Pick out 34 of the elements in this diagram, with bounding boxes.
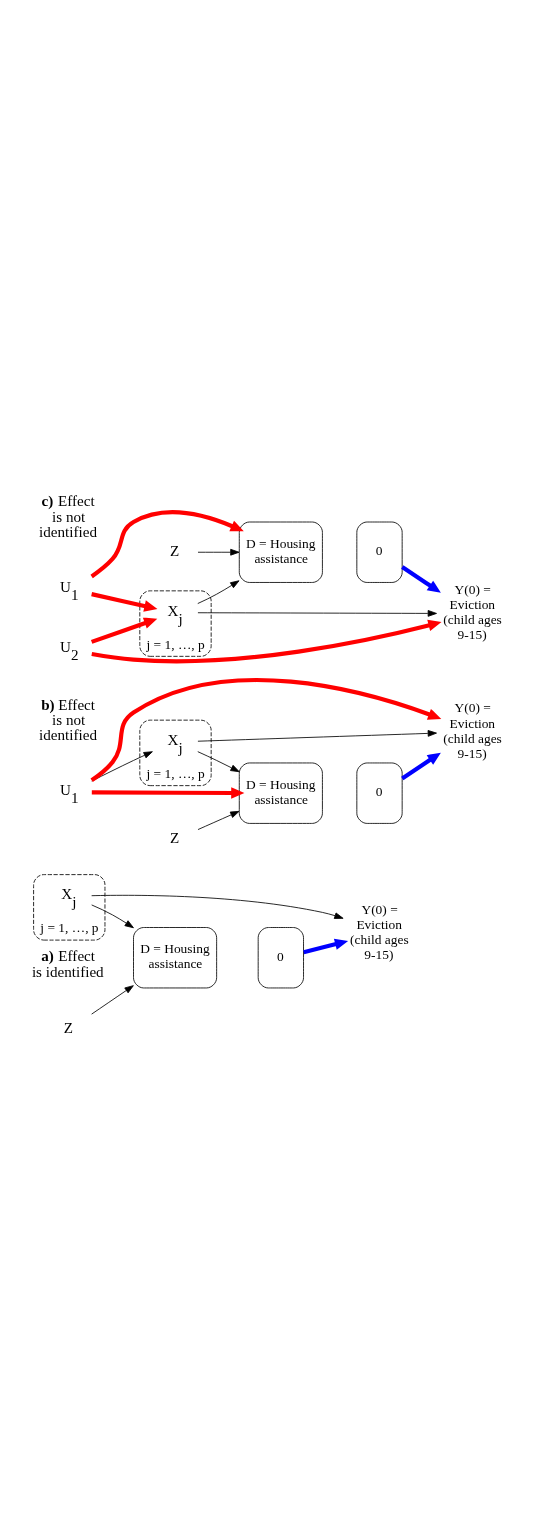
arrow (90, 509, 244, 578)
arrow (91, 904, 134, 928)
node-text: Y(0) = Eviction (child ages 9-15) (443, 699, 502, 761)
arrow (197, 810, 240, 830)
node-box: D = Housing assistance (133, 926, 218, 988)
node-text: Z (63, 1019, 74, 1036)
label: b) Effect is not identified (39, 696, 97, 743)
arrow (197, 548, 240, 556)
arrow (197, 609, 437, 617)
node-box: D = Housing assistance (238, 762, 323, 824)
arrow (91, 894, 344, 919)
node-box: 0 (356, 521, 403, 583)
arrow (91, 786, 245, 799)
node-text: Y(0) = Eviction (child ages 9-15) (443, 581, 502, 642)
label: a) Effect is identified (31, 947, 104, 980)
arrow (91, 984, 134, 1015)
arrow (303, 938, 349, 954)
arrow (197, 750, 240, 772)
node-text: Y(0) = Eviction (child ages 9-15) (350, 901, 409, 962)
arrow (401, 752, 441, 780)
arrow (197, 729, 437, 742)
arrow (91, 750, 153, 781)
node-text: Z (170, 542, 180, 559)
node-box: 0 (257, 926, 304, 988)
node-text: Z (170, 829, 180, 846)
node-box: D = Housing assistance (238, 521, 323, 583)
arrow (401, 564, 441, 593)
arrow (91, 591, 158, 612)
arrow (197, 579, 240, 604)
arrow (91, 619, 442, 663)
arrow (90, 677, 442, 782)
arrow (90, 617, 158, 644)
node-box: 0 (356, 762, 403, 824)
label: c) Effect is not identified (39, 492, 97, 540)
